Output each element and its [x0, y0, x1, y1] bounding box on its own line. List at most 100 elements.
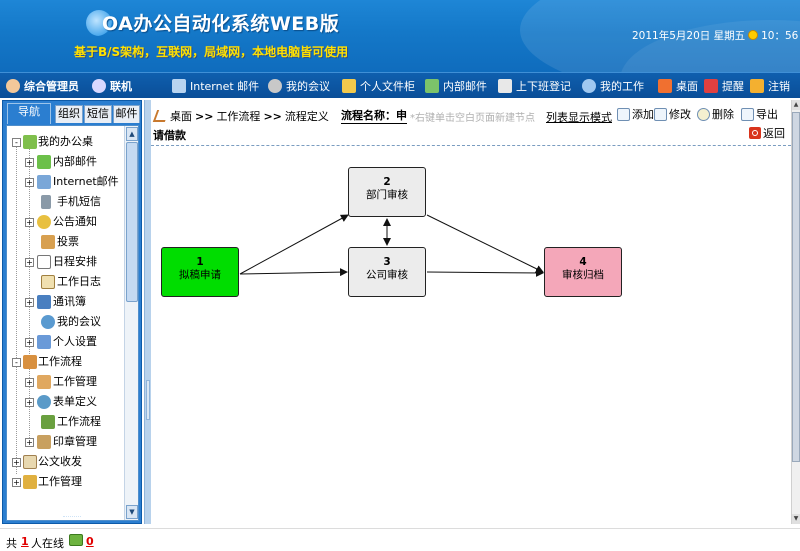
breadcrumb-workflow[interactable]: 工作流程 [216, 110, 261, 123]
scroll-up-icon[interactable]: ▲ [792, 100, 800, 110]
main-scrollbar[interactable]: ▲ ▼ [791, 100, 800, 524]
tree-item-work-management[interactable]: + 工作管理 [25, 375, 97, 389]
work-management-icon [37, 375, 51, 389]
tab-navigation[interactable]: 导航 [7, 103, 51, 124]
delete-icon [697, 107, 710, 121]
desktop-icon [658, 79, 672, 93]
menu-reminder[interactable]: 提醒 [704, 78, 744, 94]
message-icon[interactable] [69, 534, 83, 546]
tree-item-vote[interactable]: 投票 [7, 232, 125, 252]
expand-icon[interactable]: + [25, 378, 34, 387]
tree-item-sms[interactable]: 手机短信 [7, 192, 125, 212]
tree-item-personal-settings[interactable]: + 个人设置 [25, 335, 97, 349]
tree-scrollbar[interactable]: ▲ ▼ [124, 126, 138, 520]
flow-node-1[interactable]: 1 拟稿申请 [161, 247, 239, 297]
breadcrumb-desktop[interactable]: 桌面 [170, 110, 192, 123]
mail-icon [37, 155, 51, 169]
message-count[interactable]: 0 [86, 535, 94, 548]
tree-item-internal-mail[interactable]: + 内部邮件 [25, 155, 97, 169]
export-icon [741, 107, 754, 121]
add-icon [617, 107, 630, 121]
menu-internet-mail[interactable]: Internet 邮件 [172, 78, 259, 94]
menu-my-work[interactable]: 我的工作 [582, 78, 644, 94]
tree-node-workflow[interactable]: - 工作流程 [7, 352, 125, 372]
tree-item-notice[interactable]: + 公告通知 [25, 215, 97, 229]
menu-logout[interactable]: 注销 [750, 78, 790, 94]
scroll-up-icon[interactable]: ▲ [126, 127, 138, 141]
menu-internal-mail[interactable]: 内部邮件 [425, 78, 487, 94]
document-icon [23, 455, 37, 469]
expand-icon[interactable]: + [25, 258, 34, 267]
scroll-thumb[interactable] [792, 112, 800, 462]
menu-attendance[interactable]: 上下班登记 [498, 78, 571, 94]
collapse-icon[interactable]: - [12, 138, 21, 147]
expand-icon[interactable]: + [25, 218, 34, 227]
tree-node-document[interactable]: + 公文收发 [12, 455, 82, 469]
tree-item-workflow[interactable]: 工作流程 [7, 412, 125, 432]
expand-icon[interactable]: + [25, 438, 34, 447]
list-mode-link[interactable]: 列表显示模式 [546, 111, 612, 124]
menu-file-cabinet[interactable]: 个人文件柜 [342, 78, 415, 94]
menu-user[interactable]: 综合管理员 [6, 78, 79, 94]
online-count[interactable]: 1 [21, 535, 29, 548]
flow-node-2[interactable]: 2 部门审核 [348, 167, 426, 217]
back-button[interactable]: 返回 [749, 125, 785, 141]
menu-my-meeting[interactable]: 我的会议 [268, 78, 330, 94]
connector-1-3[interactable] [239, 268, 348, 277]
edit-button[interactable]: 修改 [654, 106, 691, 122]
expand-icon[interactable]: + [12, 458, 21, 467]
tree-node-work-management[interactable]: + 工作管理 [12, 475, 82, 489]
flow-canvas[interactable]: 1 拟稿申请 2 部门审核 3 公司审核 4 审核归档 [151, 146, 791, 524]
expand-icon[interactable]: + [25, 398, 34, 407]
tree-item-form-definition[interactable]: + 表单定义 [25, 395, 97, 409]
management-icon [23, 475, 37, 489]
expand-icon[interactable]: + [25, 298, 34, 307]
expand-icon[interactable]: + [12, 478, 21, 487]
tree-item-schedule[interactable]: + 日程安排 [25, 255, 97, 269]
connector-1-2[interactable] [239, 214, 349, 275]
tree-item-address-book[interactable]: + 通讯簿 [25, 295, 86, 309]
splitter-grip-icon[interactable] [146, 380, 150, 420]
tree-item-my-meeting[interactable]: 我的会议 [7, 312, 125, 332]
clock-icon [748, 30, 759, 40]
tab-sms[interactable]: 短信 [84, 105, 112, 123]
calendar-icon [37, 255, 51, 269]
flow-node-3[interactable]: 3 公司审核 [348, 247, 426, 297]
app-header: OA办公自动化系统WEB版 基于B/S架构，互联网，局域网，本地电脑皆可使用 2… [0, 0, 800, 72]
desk-icon [23, 135, 37, 149]
flow-connectors [239, 214, 544, 277]
menu-desktop[interactable]: 桌面 [658, 78, 698, 94]
nav-tree: - 我的办公桌 + 内部邮件 + Internet邮件 手机短信 + [7, 132, 125, 492]
delete-button[interactable]: 删除 [697, 106, 734, 122]
expand-icon[interactable]: + [25, 158, 34, 167]
scroll-down-icon[interactable]: ▼ [126, 505, 138, 519]
connector-3-4[interactable] [426, 268, 544, 277]
export-button[interactable]: 导出 [741, 106, 778, 122]
tree-line [16, 146, 17, 474]
tree-item-work-log[interactable]: 工作日志 [7, 272, 125, 292]
add-button[interactable]: 添加 [617, 106, 654, 122]
logo-icon [86, 10, 112, 36]
scroll-down-icon[interactable]: ▼ [792, 514, 800, 524]
tree-item-internet-mail[interactable]: + Internet邮件 [25, 175, 119, 189]
notice-icon [37, 215, 51, 229]
flow-sub-title: 请借款 [153, 129, 186, 142]
tab-organization[interactable]: 组织 [55, 105, 83, 123]
tree-line [29, 146, 30, 338]
internet-mail-icon [37, 175, 51, 189]
breadcrumb-arrow-icon [152, 110, 170, 122]
expand-icon[interactable]: + [25, 338, 34, 347]
menu-status[interactable]: 联机 [92, 78, 132, 94]
collapse-icon[interactable]: - [12, 358, 21, 367]
flow-node-4[interactable]: 4 审核归档 [544, 247, 622, 297]
panel-splitter[interactable] [144, 100, 151, 524]
breadcrumb-flow-definition[interactable]: 流程定义 [284, 110, 329, 123]
expand-icon[interactable]: + [25, 178, 34, 187]
tree-item-seal-management[interactable]: + 印章管理 [25, 435, 97, 449]
connector-2-4[interactable] [426, 214, 544, 273]
vote-icon [41, 235, 55, 249]
tree-node-my-desk[interactable]: - 我的办公桌 [7, 132, 125, 152]
flow-hint: *右键单击空白页面新建节点 [410, 113, 535, 124]
tab-mail[interactable]: 邮件 [113, 105, 140, 123]
scroll-thumb[interactable] [126, 142, 138, 302]
